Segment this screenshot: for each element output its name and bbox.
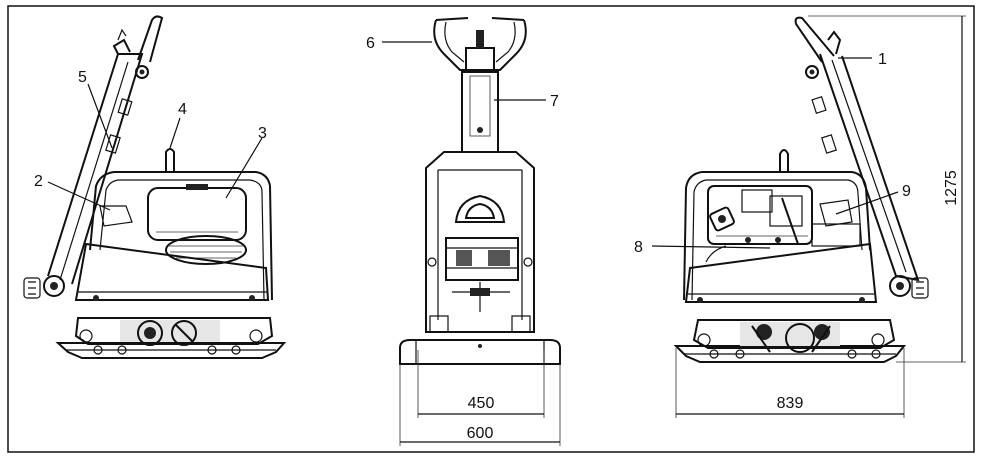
front-frame <box>425 151 535 333</box>
right-lifting-eye <box>779 149 789 172</box>
dimension-lines <box>399 15 966 446</box>
dim-length-label: 839 <box>777 395 804 412</box>
left-exciter-disc <box>137 320 163 346</box>
front-engine-block <box>445 237 519 281</box>
callout-5: 5 <box>78 69 87 86</box>
dim-outer-width-label: 600 <box>467 425 494 442</box>
left-side-view <box>23 15 287 359</box>
callout-3: 3 <box>258 125 267 142</box>
left-base-plate <box>55 342 287 359</box>
front-engine-hood <box>454 194 506 223</box>
callout-1: 1 <box>878 51 887 68</box>
left-side-housing <box>74 242 270 301</box>
callout-8: 8 <box>634 239 643 256</box>
left-control-box <box>99 205 133 227</box>
front-base-plate <box>399 339 561 365</box>
right-exciter-disc <box>785 323 815 353</box>
right-lower-body <box>692 319 896 349</box>
left-guide-handle <box>47 53 144 285</box>
callout-labels: 1 2 3 4 5 6 7 8 9 450 600 839 1275 <box>34 35 960 442</box>
dim-inner-width-label: 450 <box>468 395 495 412</box>
callout-7: 7 <box>550 93 559 110</box>
dim-height-label: 1275 <box>943 170 960 206</box>
left-handle-grip <box>137 15 164 63</box>
left-belt-pulley <box>165 235 247 265</box>
callout-9: 9 <box>902 183 911 200</box>
right-handle-pivot <box>889 275 911 297</box>
callout-2: 2 <box>34 173 43 190</box>
right-side-view <box>651 16 929 363</box>
left-handle-pivot <box>43 275 65 297</box>
right-fuel-cap-area <box>819 199 853 227</box>
right-engine <box>707 185 813 245</box>
left-lower-body <box>74 317 274 345</box>
diagram-border <box>7 5 975 453</box>
left-protective-frame <box>89 171 273 301</box>
left-lifting-eye <box>165 148 175 172</box>
front-handle-bar <box>433 19 527 71</box>
callout-6: 6 <box>366 35 375 52</box>
right-handle-grip <box>794 16 835 63</box>
callout-4: 4 <box>178 101 187 118</box>
front-handle-column <box>461 71 499 153</box>
front-view <box>382 17 561 365</box>
right-side-housing <box>684 242 878 303</box>
right-base-plate <box>673 345 907 363</box>
